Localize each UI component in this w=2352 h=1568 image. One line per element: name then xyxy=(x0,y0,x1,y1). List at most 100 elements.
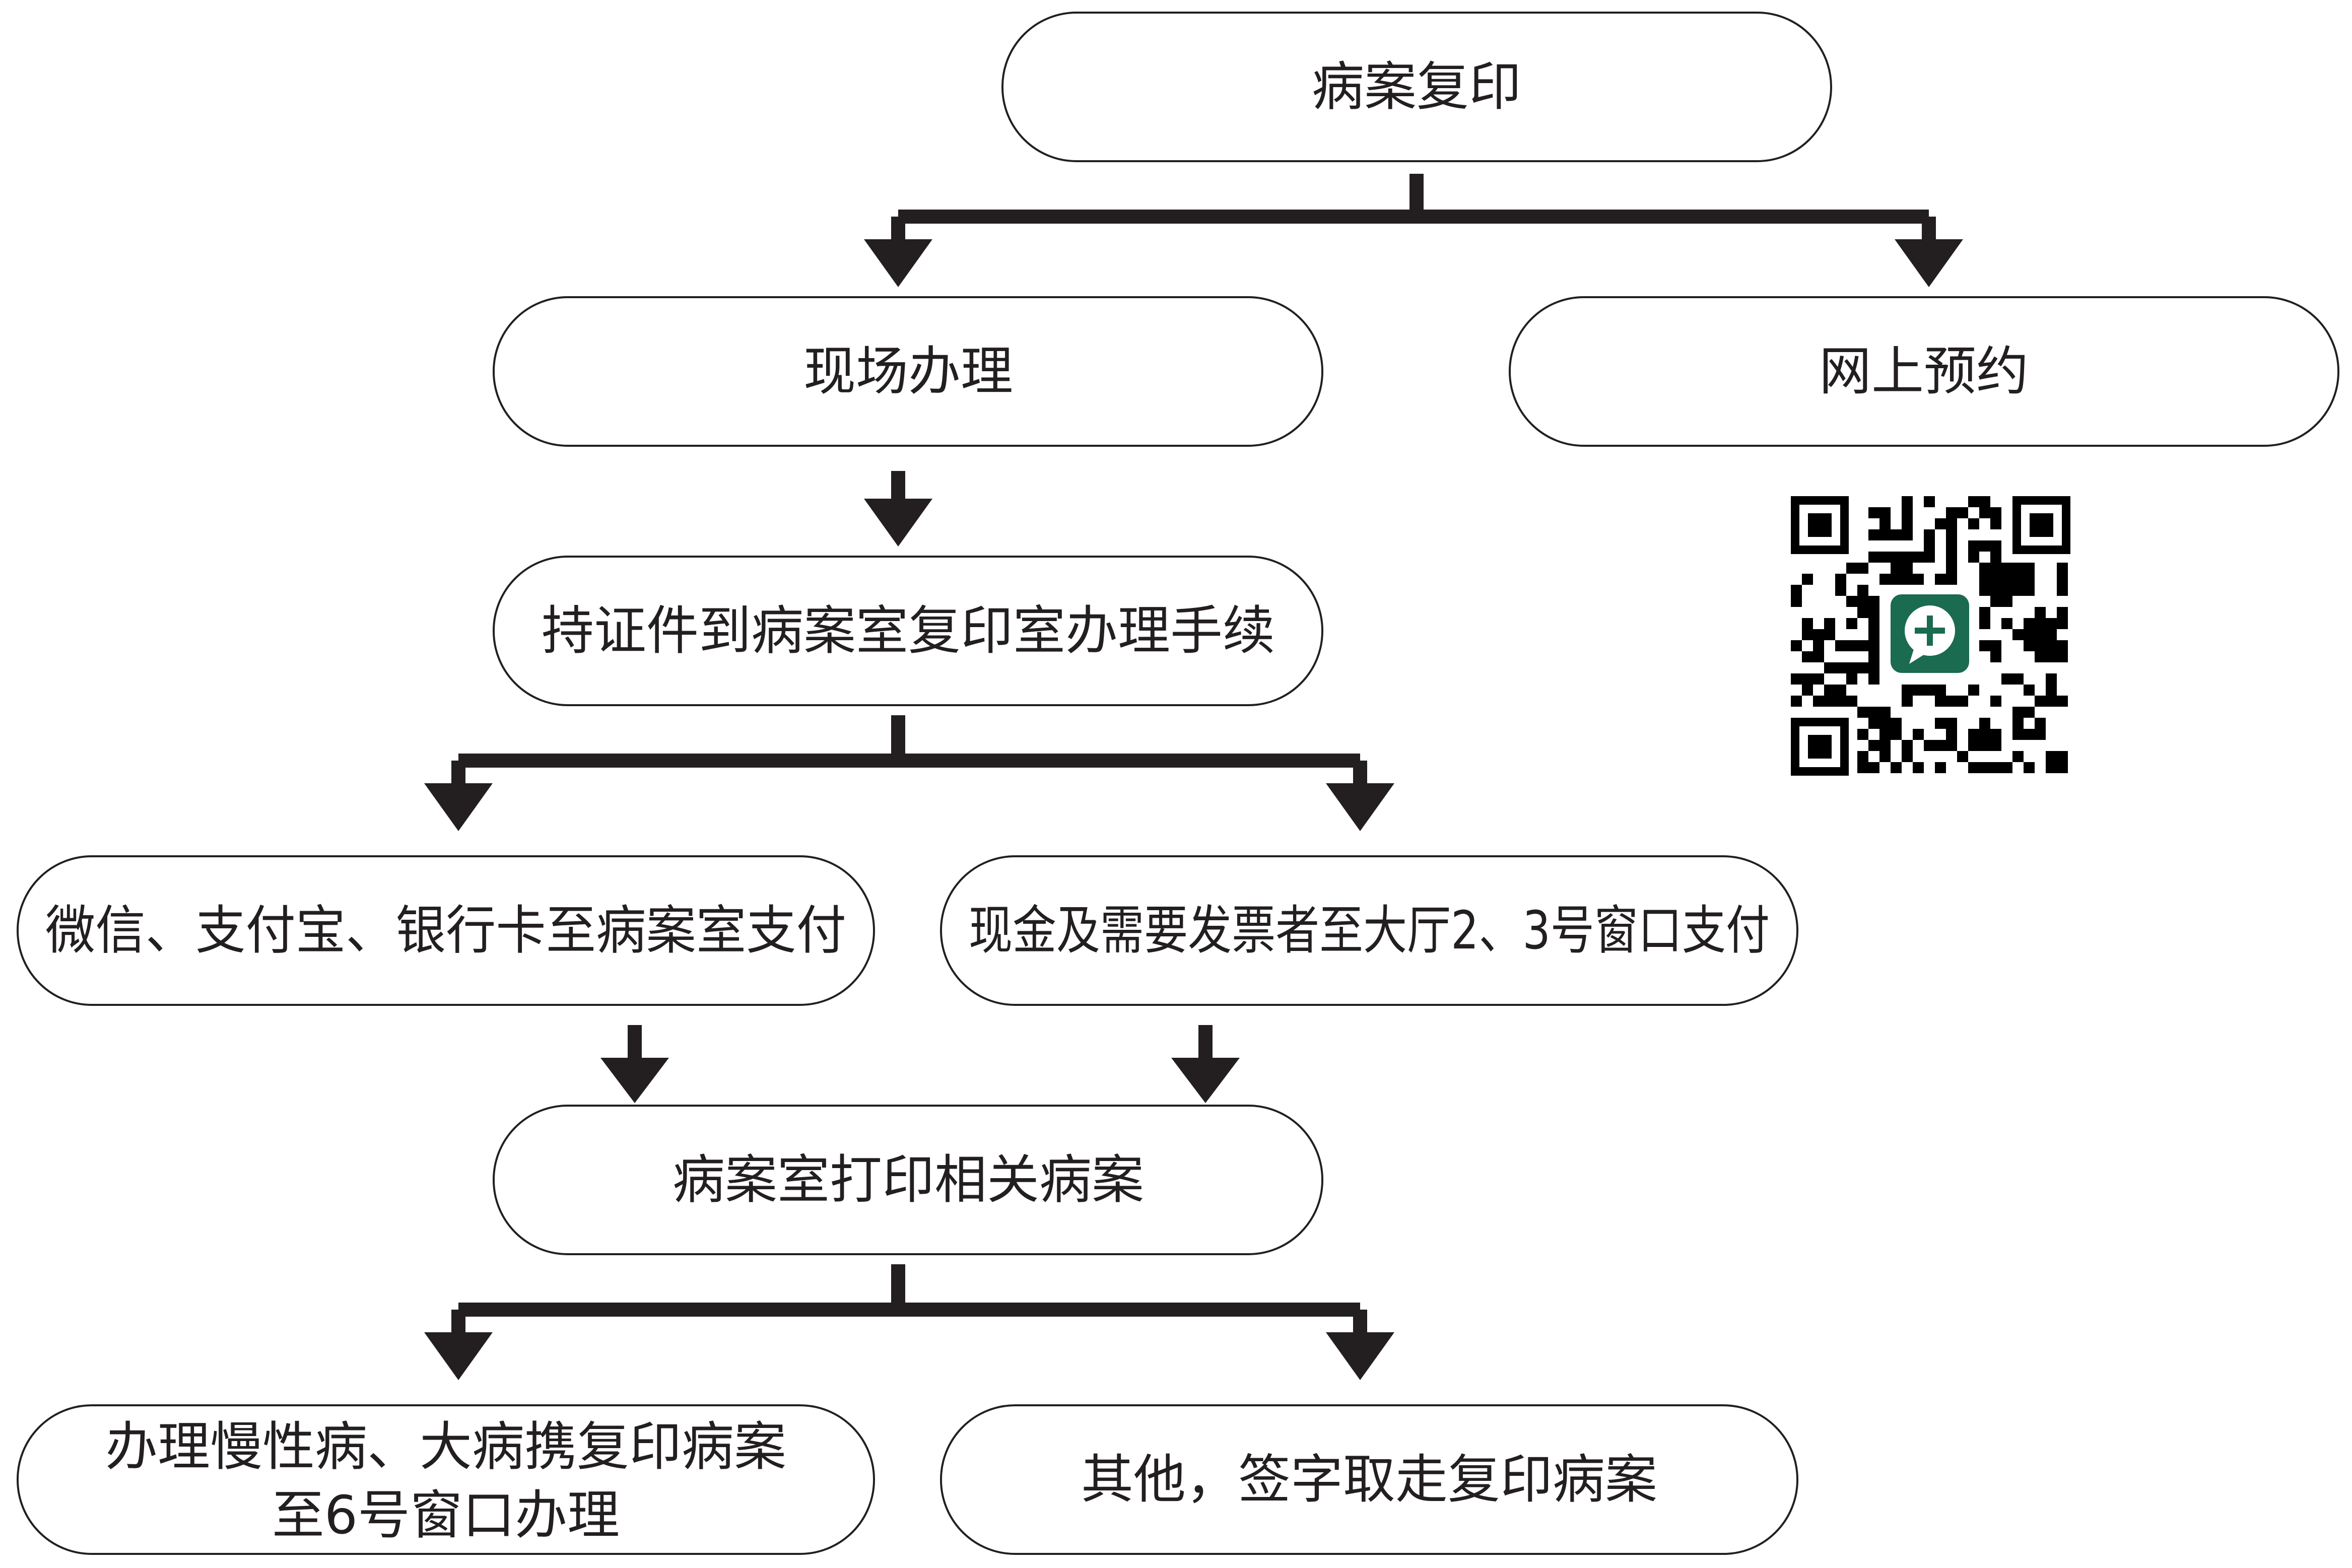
qr-module xyxy=(2057,696,2068,707)
qr-module xyxy=(2046,629,2057,640)
qr-module xyxy=(1879,552,1891,563)
qr-module xyxy=(1913,685,1924,696)
qr-module xyxy=(1902,496,1913,507)
qr-module xyxy=(1879,707,1891,718)
qr-module xyxy=(1913,762,1924,773)
qr-module xyxy=(2057,585,2068,596)
qr-module xyxy=(1868,762,1879,773)
qr-module xyxy=(1791,696,1802,707)
qr-module xyxy=(1902,563,1913,574)
qr-module xyxy=(1824,618,1835,629)
qr-module xyxy=(1924,540,1935,552)
qr-module xyxy=(2035,607,2046,618)
qr-module xyxy=(1857,662,1868,673)
qr-module xyxy=(1846,662,1857,673)
node-other-label: 其他，签字取走复印病案 xyxy=(1081,1449,1657,1510)
qr-module xyxy=(1857,762,1868,773)
qr-module xyxy=(1857,729,1868,740)
qr-module xyxy=(1968,496,1979,507)
node-pay-cash-label: 现金及需要发票者至大厅2、3号窗口支付 xyxy=(969,900,1770,961)
qr-module xyxy=(1990,762,2001,773)
arrowhead-pay-cash xyxy=(1326,783,1394,831)
qr-module xyxy=(1791,585,1802,596)
qr-module xyxy=(1924,529,1935,540)
qr-module xyxy=(1902,507,1913,518)
connector-documents-split xyxy=(451,715,1367,783)
qr-module xyxy=(2057,762,2068,773)
qr-module xyxy=(1879,518,1891,529)
qr-module xyxy=(1902,751,1913,762)
qr-finder-bottom-left xyxy=(1791,718,1849,776)
qr-module xyxy=(1935,696,1946,707)
qr-module xyxy=(1913,729,1924,740)
node-print-label: 病案室打印相关病案 xyxy=(673,1149,1144,1210)
qr-module xyxy=(1946,507,1957,518)
arrowhead-onsite xyxy=(864,239,932,287)
qr-module xyxy=(1868,552,1879,563)
node-pay-cash: 现金及需要发票者至大厅2、3号窗口支付 xyxy=(940,855,1798,1006)
qr-module xyxy=(1835,585,1846,596)
qr-module xyxy=(2035,629,2046,640)
qr-module xyxy=(1846,673,1857,685)
qr-module xyxy=(1791,673,1802,685)
qr-module xyxy=(1990,696,2001,707)
qr-module xyxy=(1868,629,1879,640)
medical-cross-chat-icon xyxy=(1886,589,1974,678)
qr-module xyxy=(1802,651,1813,662)
qr-module xyxy=(1835,574,1846,585)
node-chronic-label-line1: 办理慢性病、大病携复印病案 xyxy=(105,1416,786,1477)
qr-module xyxy=(2046,618,2057,629)
qr-module xyxy=(1968,740,1979,751)
node-online: 网上预约 xyxy=(1509,296,2339,447)
node-pay-mobile: 微信、支付宝、银行卡至病案室支付 xyxy=(17,855,875,1006)
connector-root-split xyxy=(891,174,1936,239)
qr-module xyxy=(1924,685,1935,696)
qr-module xyxy=(1879,718,1891,729)
qr-module xyxy=(1813,696,1824,707)
node-onsite: 现场办理 xyxy=(493,296,1323,447)
qr-module xyxy=(2024,685,2035,696)
arrowhead-print-right xyxy=(1171,1058,1240,1103)
qr-module xyxy=(2012,629,2024,640)
qr-module xyxy=(1935,685,1946,696)
qr-module xyxy=(2001,596,2012,607)
qr-module xyxy=(2001,618,2012,629)
qr-module xyxy=(1902,529,1913,540)
qr-module xyxy=(1857,563,1868,574)
qr-module xyxy=(1979,574,1990,585)
qr-module xyxy=(1979,607,1990,618)
qr-module xyxy=(1813,629,1824,640)
qr-module xyxy=(1946,563,1957,574)
qr-module xyxy=(1868,673,1879,685)
qr-module xyxy=(2012,673,2024,685)
qr-module xyxy=(1835,696,1846,707)
qr-module xyxy=(2012,563,2024,574)
qr-module xyxy=(1957,696,1968,707)
qr-module xyxy=(1946,574,1957,585)
qr-module xyxy=(1802,685,1813,696)
qr-module xyxy=(1990,507,2001,518)
node-online-label: 网上预约 xyxy=(1819,340,2029,402)
qr-module xyxy=(1824,696,1835,707)
qr-finder-top-left xyxy=(1791,496,1849,554)
qr-module xyxy=(1879,507,1891,518)
qr-module xyxy=(2001,762,2012,773)
qr-module xyxy=(2012,718,2024,729)
qr-module xyxy=(1846,563,1857,574)
qr-module xyxy=(1846,696,1857,707)
qr-module xyxy=(1879,729,1891,740)
connector-print-split xyxy=(451,1264,1367,1332)
qr-module xyxy=(1846,640,1857,651)
qr-module xyxy=(1802,673,1813,685)
qr-module xyxy=(2046,651,2057,662)
arrowhead-pay-mobile xyxy=(424,783,493,831)
qr-module xyxy=(1802,574,1813,585)
qr-module xyxy=(1868,596,1879,607)
qr-module xyxy=(2001,673,2012,685)
qr-module xyxy=(2024,629,2035,640)
qr-module xyxy=(2012,751,2024,762)
qr-module xyxy=(1835,640,1846,651)
qr-module xyxy=(2046,640,2057,651)
qr-module xyxy=(1990,596,2001,607)
qr-module xyxy=(2001,563,2012,574)
